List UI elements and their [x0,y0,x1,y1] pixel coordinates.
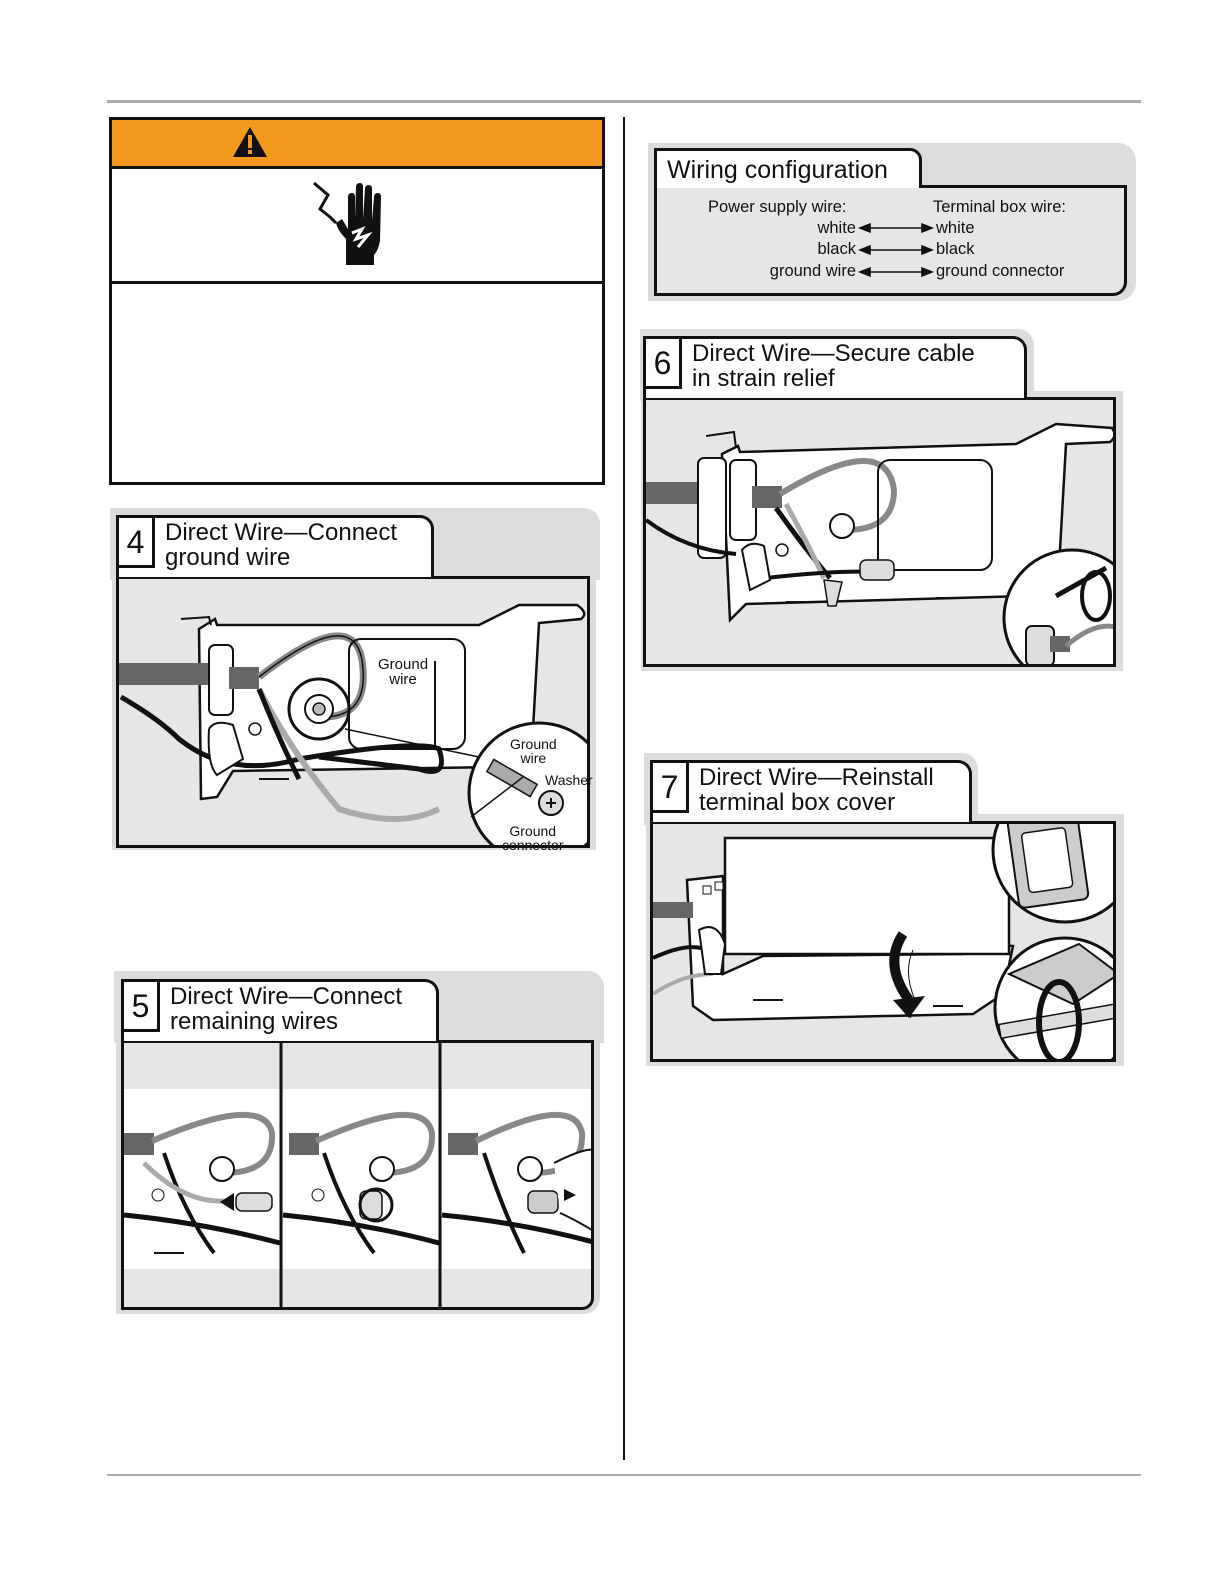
ground-wire-callout: Ground wire [378,656,429,688]
step-number: 5 [124,982,160,1032]
step-title: Direct Wire—Reinstall terminal box cover [699,764,934,816]
wiring-config-title: Wiring configuration [667,156,888,184]
wiring-row-right: white [936,219,975,237]
step5-frame-1 [124,1089,281,1269]
step-number: 4 [119,518,155,568]
column-divider [623,117,625,1460]
step-title: Direct Wire—Secure cable in strain relie… [692,340,975,392]
step-number: 7 [653,763,689,813]
step4-illustration [116,576,590,848]
ground-connector-label: Ground connector [502,823,564,853]
inset-ground-wire-label: Ground wire [510,736,557,766]
wiring-row-left: ground wire [769,262,856,280]
wiring-left-header: Power supply wire: [708,198,847,216]
step5-frame-2 [282,1089,440,1269]
step7-tab: 7 Direct Wire—Reinstall terminal box cov… [650,760,972,822]
washer-label: Washer [545,772,593,788]
step5-illustration [121,1040,594,1310]
warning-icon-row [112,169,602,284]
wiring-row-left: white [817,219,856,237]
step-title: Direct Wire—Connect remaining wires [170,983,403,1035]
wiring-right-header: Terminal box wire: [933,198,1066,216]
wiring-config-box [654,185,1127,296]
warning-header-bar [112,120,602,169]
bottom-rule [107,1474,1141,1476]
screw-detail [470,758,564,818]
step5-frame-3 [441,1089,591,1269]
warning-triangle-icon [233,127,267,157]
step5-tab: 5 Direct Wire—Connect remaining wires [121,979,439,1041]
step7-illustration [650,821,1116,1062]
wiring-row-right: black [936,240,975,258]
top-rule [107,100,1141,103]
wiring-config-tab [654,148,922,188]
step-title: Direct Wire—Connect ground wire [165,519,398,571]
wiring-row-left: black [817,240,856,258]
wiring-arrows [858,222,934,278]
step-number: 6 [646,339,682,389]
step4-tab: 4 Direct Wire—Connect ground wire [116,515,434,577]
step6-illustration [643,397,1116,667]
wiring-row-right: ground connector [936,262,1065,280]
electric-shock-hand-icon [313,181,381,265]
warning-box [109,117,605,485]
step6-tab: 6 Direct Wire—Secure cable in strain rel… [643,336,1027,398]
